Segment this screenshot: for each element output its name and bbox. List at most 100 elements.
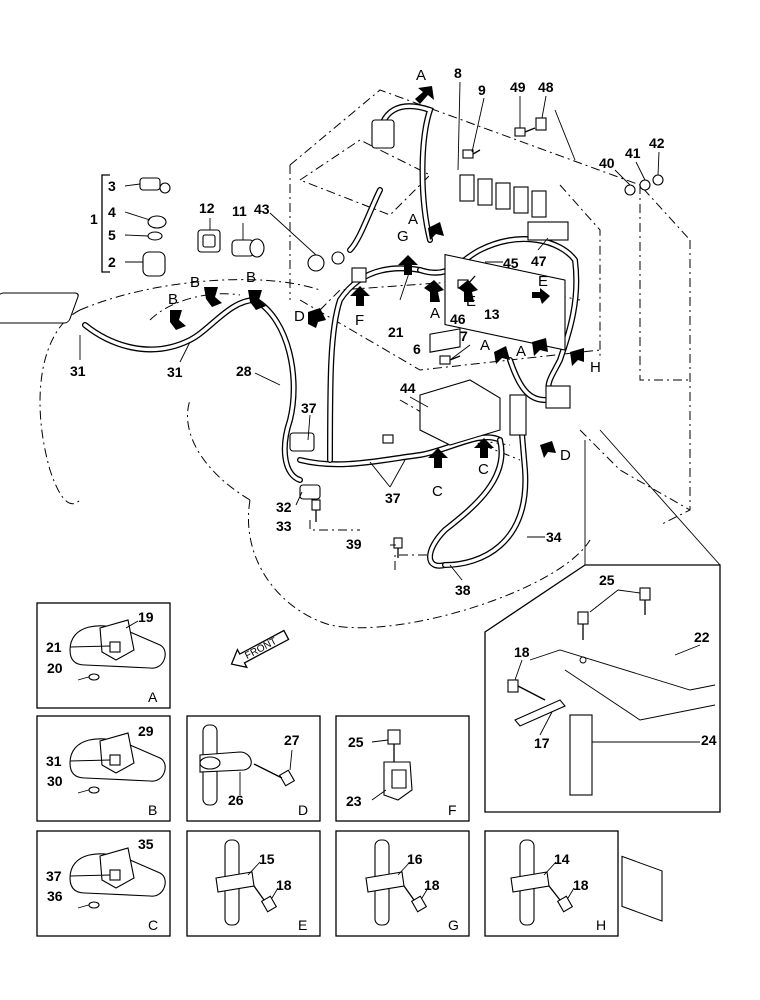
label-31-right: 31 [167, 364, 183, 380]
detail-e-label-15: 15 [259, 851, 275, 867]
inset-label-24: 24 [701, 732, 717, 748]
letter-d-right: D [560, 447, 571, 464]
detail-f-letter: F [448, 802, 457, 818]
view-letters: A A A A A B B B C C D D E E F G H [168, 67, 601, 500]
view-arrows [170, 86, 584, 468]
detail-c-label-35: 35 [138, 836, 154, 852]
label-39: 39 [346, 536, 362, 552]
label-45: 45 [503, 255, 519, 271]
label-28: 28 [236, 363, 252, 379]
letter-d-left: D [294, 308, 305, 325]
inset-label-17: 17 [534, 735, 550, 751]
label-49: 49 [510, 79, 526, 95]
letter-a-low2: A [480, 337, 490, 354]
label-11: 11 [232, 203, 247, 219]
detail-a: 19 21 20 A [36, 602, 171, 709]
detail-c-letter: C [148, 917, 158, 933]
detail-g-label-18: 18 [424, 877, 440, 893]
detail-e: 15 18 E [186, 830, 321, 937]
letter-a-top: A [416, 67, 426, 84]
label-13: 13 [484, 306, 500, 322]
inset-label-25: 25 [599, 572, 615, 588]
controller-box [419, 328, 501, 446]
detail-g-letter: G [448, 917, 459, 933]
machine-outline [39, 89, 691, 629]
label-2: 2 [108, 254, 116, 270]
detail-h-letter: H [596, 917, 606, 933]
front-label: FRONT [243, 636, 279, 662]
label-43: 43 [254, 201, 270, 217]
letter-b-right: B [246, 269, 256, 286]
label-5: 5 [108, 227, 116, 243]
label-34: 34 [546, 529, 562, 545]
label-7: 7 [460, 328, 468, 344]
letter-b-low: B [168, 291, 178, 308]
letter-e-lower: E [466, 293, 476, 310]
letter-a-right: A [516, 343, 526, 360]
label-47: 47 [531, 253, 547, 269]
letter-c-left: C [432, 483, 443, 500]
label-33: 33 [276, 518, 292, 534]
label-12: 12 [199, 200, 215, 216]
detail-e-label-18: 18 [276, 877, 292, 893]
inset-label-18: 18 [514, 644, 530, 660]
detail-h: 14 18 H [484, 830, 619, 937]
letter-a-low: A [430, 305, 440, 322]
detail-a-label-21: 21 [46, 639, 62, 655]
label-6: 6 [413, 341, 421, 357]
label-41: 41 [625, 145, 641, 161]
detail-d-label-26: 26 [228, 792, 244, 808]
detail-b: 29 31 30 B [36, 715, 171, 822]
detail-a-letter: A [148, 689, 158, 705]
detail-b-label-29: 29 [138, 723, 154, 739]
detail-f-label-25: 25 [348, 734, 364, 750]
front-arrow: FRONT [230, 629, 290, 669]
label-48: 48 [538, 79, 554, 95]
label-4: 4 [108, 204, 116, 220]
letter-e-upper: E [538, 273, 548, 290]
key-switch-parts [0, 174, 171, 324]
small-parts [197, 119, 571, 500]
detail-h-label-18: 18 [573, 877, 589, 893]
letter-h: H [590, 359, 601, 376]
label-44: 44 [400, 380, 416, 396]
label-8: 8 [454, 65, 462, 81]
detail-f: 25 23 F [335, 715, 470, 822]
letter-f: F [355, 312, 364, 329]
label-1: 1 [90, 211, 98, 227]
letter-a-mid: A [408, 211, 418, 228]
detail-f-label-23: 23 [346, 793, 362, 809]
label-37-lower: 37 [385, 490, 401, 506]
detail-g-label-16: 16 [407, 851, 423, 867]
label-46: 46 [450, 311, 466, 327]
label-21: 21 [388, 324, 404, 340]
detail-b-label-30: 30 [47, 773, 63, 789]
detail-h-label-14: 14 [554, 851, 570, 867]
label-37-upper: 37 [301, 400, 317, 416]
detail-c: 35 37 36 C [36, 830, 171, 937]
detail-d: 27 26 D [186, 715, 321, 822]
label-31-left: 31 [70, 363, 86, 379]
label-40: 40 [599, 155, 615, 171]
detail-g: 16 18 G [335, 830, 470, 937]
bracket-inset: 25 22 18 17 24 [484, 429, 721, 922]
label-3: 3 [108, 178, 116, 194]
detail-d-label-27: 27 [284, 732, 300, 748]
leader-lines [79, 81, 660, 581]
detail-b-letter: B [148, 802, 157, 818]
label-38: 38 [455, 582, 471, 598]
main-part-labels: 1 2 3 4 5 6 7 8 9 11 12 13 21 28 31 31 3… [70, 65, 665, 598]
detail-d-letter: D [298, 802, 308, 818]
label-42: 42 [649, 135, 665, 151]
inset-label-22: 22 [694, 629, 710, 645]
detail-a-label-19: 19 [138, 609, 154, 625]
detail-b-label-31: 31 [46, 753, 62, 769]
detail-e-letter: E [298, 917, 307, 933]
detail-a-label-20: 20 [47, 660, 63, 676]
main-harness [82, 103, 580, 569]
detail-c-label-37: 37 [46, 868, 62, 884]
label-32: 32 [276, 499, 292, 515]
relay-panel [444, 174, 569, 351]
label-9: 9 [478, 82, 486, 98]
